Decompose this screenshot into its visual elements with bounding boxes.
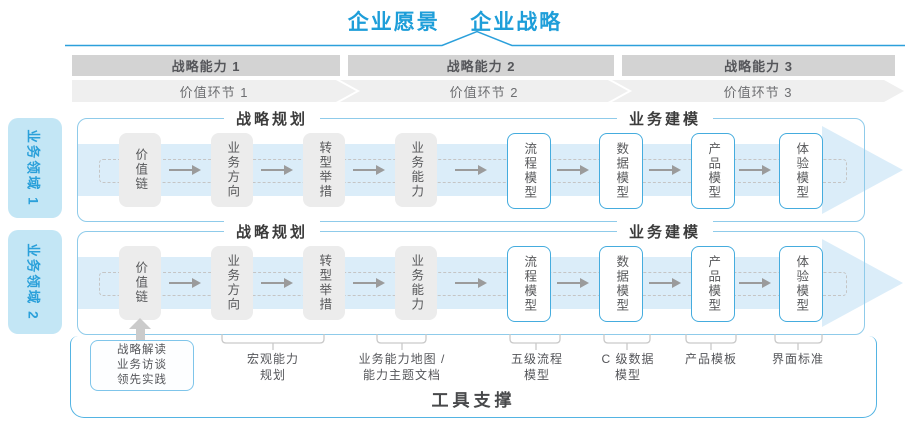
strategic-capability-bar-2: 战略能力 2 bbox=[348, 55, 614, 76]
business-domain-tab-1: 业务领域 1 bbox=[8, 118, 62, 218]
node-data-model: 数据模型 bbox=[599, 133, 643, 209]
annotation-product-template: 产品模板 bbox=[684, 352, 738, 366]
dashed-track bbox=[99, 159, 847, 183]
practice-box: 战略解读 业务访谈 领先实践 bbox=[90, 340, 194, 391]
node-transformation-initiatives: 转型举措 bbox=[303, 246, 345, 320]
business-domain-2-row: 战略规划 业务建模 价值链 业务方向 转型举措 业务能力 流程模型 数据模型 产… bbox=[77, 221, 903, 335]
vision-connector-line bbox=[65, 30, 905, 47]
dashed-track bbox=[99, 272, 847, 296]
flow-arrow-icon bbox=[169, 165, 201, 175]
diagram-title: 企业愿景 企业战略 bbox=[0, 6, 910, 36]
annotation-ui-standard: 界面标准 bbox=[771, 352, 825, 366]
tool-support-container: 工具支撑 bbox=[70, 336, 877, 418]
node-transformation-initiatives: 转型举措 bbox=[303, 133, 345, 207]
node-process-model: 流程模型 bbox=[507, 133, 551, 209]
flow-arrow-icon bbox=[169, 278, 201, 288]
node-product-model: 产品模型 bbox=[691, 246, 735, 322]
flow-arrow-icon bbox=[261, 278, 293, 288]
node-business-capability: 业务能力 bbox=[395, 246, 437, 320]
section-title-planning: 战略规划 bbox=[223, 221, 321, 242]
flow-arrow-icon bbox=[261, 165, 293, 175]
node-business-capability: 业务能力 bbox=[395, 133, 437, 207]
node-experience-model: 体验模型 bbox=[779, 246, 823, 322]
node-business-direction: 业务方向 bbox=[211, 246, 253, 320]
practice-line: 战略解读 bbox=[117, 343, 167, 356]
flow-arrow-icon bbox=[455, 278, 487, 288]
practice-line: 领先实践 bbox=[117, 374, 167, 387]
business-domain-1-row: 战略规划 业务建模 价值链 业务方向 转型举措 业务能力 流程模型 数据模型 产… bbox=[77, 108, 903, 222]
node-value-chain: 价值链 bbox=[119, 133, 161, 207]
practice-line: 业务访谈 bbox=[117, 358, 167, 371]
flow-arrow-icon bbox=[739, 165, 771, 175]
flow-arrow-icon bbox=[649, 278, 681, 288]
node-experience-model: 体验模型 bbox=[779, 133, 823, 209]
annotation-capability-map: 业务能力地图 / 能力主题文档 bbox=[358, 352, 446, 383]
business-domain-label-2: 业务领域 2 bbox=[26, 243, 42, 321]
flow-arrow-icon bbox=[455, 165, 487, 175]
strategic-capability-bar-1: 战略能力 1 bbox=[72, 55, 340, 76]
section-title-modeling: 业务建模 bbox=[616, 108, 714, 129]
business-domain-label-1: 业务领域 1 bbox=[26, 129, 42, 207]
value-link-chevron-1: 价值环节 1 bbox=[72, 80, 356, 102]
strategic-capability-bar-3: 战略能力 3 bbox=[622, 55, 895, 76]
flow-arrow-icon bbox=[557, 278, 589, 288]
annotation-process-model: 五级流程 模型 bbox=[510, 352, 564, 383]
value-link-chevron-3: 价值环节 3 bbox=[612, 80, 904, 102]
flow-arrow-icon bbox=[353, 165, 385, 175]
vision-title: 企业愿景 bbox=[347, 11, 440, 34]
node-process-model: 流程模型 bbox=[507, 246, 551, 322]
value-link-chevron-2: 价值环节 2 bbox=[340, 80, 628, 102]
business-domain-tab-2: 业务领域 2 bbox=[8, 230, 62, 334]
flow-arrow-icon bbox=[739, 278, 771, 288]
annotation-data-model: C 级数据 模型 bbox=[601, 352, 655, 383]
node-product-model: 产品模型 bbox=[691, 133, 735, 209]
strategy-title: 企业战略 bbox=[470, 11, 563, 34]
node-data-model: 数据模型 bbox=[599, 246, 643, 322]
flow-arrow-icon bbox=[649, 165, 681, 175]
node-business-direction: 业务方向 bbox=[211, 133, 253, 207]
section-title-planning: 战略规划 bbox=[223, 108, 321, 129]
flow-arrow-icon bbox=[353, 278, 385, 288]
up-arrow-icon bbox=[129, 318, 151, 340]
node-value-chain: 价值链 bbox=[119, 246, 161, 320]
flow-arrow-icon bbox=[557, 165, 589, 175]
annotation-macro-capability: 宏观能力 规划 bbox=[246, 352, 300, 383]
tool-support-label: 工具支撑 bbox=[431, 391, 516, 410]
section-title-modeling: 业务建模 bbox=[616, 221, 714, 242]
